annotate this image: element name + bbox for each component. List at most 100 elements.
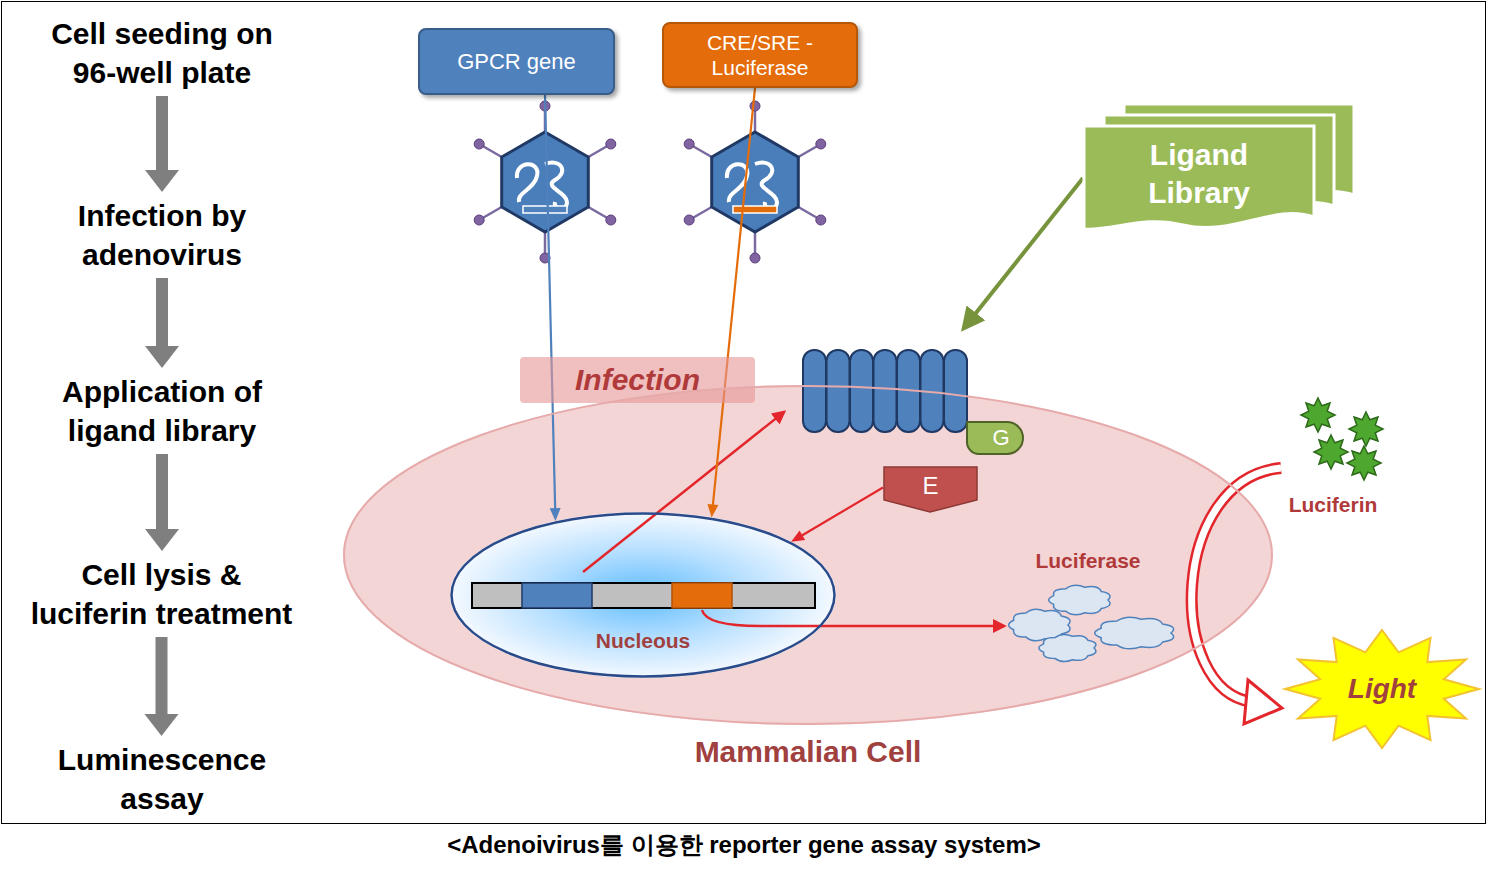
protein-blob: [1039, 634, 1096, 661]
protein-blob: [1095, 617, 1174, 649]
arrow-head: [145, 346, 179, 368]
luciferase-protein: [1009, 585, 1174, 661]
fiber: [798, 207, 819, 219]
infection-band: Infection: [520, 357, 755, 403]
luciferin-star: [1301, 398, 1335, 432]
node-label: Light: [1348, 673, 1416, 705]
connector-line: [156, 454, 168, 530]
fiber: [588, 145, 609, 157]
step-text: Cell seeding on 96-well plate: [32, 14, 292, 92]
substrate-label: Luciferin: [1289, 493, 1378, 517]
fiber: [588, 207, 609, 219]
step-text: Application of ligand library: [32, 372, 292, 450]
luciferin-molecules: [1301, 398, 1383, 480]
knob: [684, 139, 694, 149]
connector-line: [156, 96, 168, 171]
node-label: Cell seeding on 96-well plate: [32, 14, 292, 92]
virus-particle: [684, 101, 826, 263]
connector: [145, 278, 179, 368]
fiber: [691, 145, 712, 157]
expression-arrow: [583, 412, 784, 572]
genome-glyph: [517, 163, 567, 209]
capsid: [712, 132, 799, 232]
node-label: Luminescence assay: [32, 740, 292, 818]
protein-label: Luciferase: [1035, 549, 1140, 573]
arrow-head: [145, 714, 179, 736]
knob: [606, 139, 616, 149]
arrow-head: [707, 504, 718, 517]
caption: <Adenoivirus를 이용한 reporter gene assay sy…: [0, 829, 1488, 861]
reporter-box: CRE/SRE - Luciferase: [662, 22, 858, 88]
step-text: Infection by adenovirus: [32, 196, 292, 274]
arrow-head: [145, 170, 179, 192]
node-label: CRE/SRE - Luciferase: [672, 30, 848, 80]
fiber: [481, 207, 502, 219]
insert-gene: [733, 206, 777, 213]
connector: [545, 95, 561, 521]
fiber: [798, 145, 819, 157]
helix: [827, 350, 850, 432]
adenovirus: [474, 101, 826, 263]
expression-arrow: [702, 610, 1004, 626]
connector: [707, 88, 755, 517]
arrow-head: [791, 530, 805, 541]
connector: [145, 637, 179, 736]
mammalian-cell: Mammalian Cell Nucleous G E: [343, 385, 1273, 773]
insert-gene: [523, 206, 567, 213]
node-label: Infection by adenovirus: [32, 196, 292, 274]
reaction-arrow: [1192, 468, 1282, 724]
connector-line: [545, 95, 555, 509]
fiber: [754, 232, 757, 256]
fiber: [754, 108, 757, 132]
light-burst: Light: [1283, 628, 1481, 750]
connector-line: [156, 278, 168, 347]
fiber: [691, 207, 712, 219]
knob: [474, 215, 484, 225]
protein-blob: [1049, 585, 1110, 614]
connector: [791, 488, 883, 542]
gpcr-receptor: [803, 350, 967, 432]
chromosome: [472, 583, 815, 608]
genome-glyph: [727, 163, 777, 209]
knob: [474, 139, 484, 149]
luciferin-star: [1314, 435, 1348, 469]
connector-line: [801, 488, 883, 536]
fiber: [544, 232, 547, 256]
helix: [803, 350, 826, 432]
node-label: GPCR gene: [457, 49, 576, 75]
connector-line: [156, 637, 168, 715]
knob: [750, 253, 760, 263]
knob: [816, 215, 826, 225]
g-protein: G: [965, 420, 1025, 456]
node-label: E: [922, 472, 938, 500]
knob: [684, 215, 694, 225]
nucleus: Nucleous: [450, 512, 836, 678]
node-label: G: [992, 425, 1009, 451]
capsid: [502, 132, 589, 232]
node-label: Cell lysis & luciferin treatment: [24, 555, 299, 633]
arrow-head: [550, 508, 561, 521]
nucleus-fill: [450, 512, 836, 678]
knob: [816, 139, 826, 149]
node-label: Application of ligand library: [32, 372, 292, 450]
node-label: Nucleous: [450, 629, 836, 653]
knob: [750, 101, 760, 111]
knob: [606, 215, 616, 225]
nuclear-envelope: [450, 512, 836, 678]
cell-fill: [343, 385, 1273, 725]
luciferin-star: [1349, 412, 1383, 446]
node-label: Ligand Library: [1103, 136, 1295, 212]
step-text: Cell lysis & luciferin treatment: [24, 555, 299, 633]
ligand-arrow: [964, 178, 1083, 328]
fiber: [481, 145, 502, 157]
step-text: Luminescence assay: [32, 740, 292, 818]
connector-line: [713, 88, 755, 505]
ligand-library: Ligand Library: [1083, 125, 1315, 235]
node-label: Mammalian Cell: [343, 735, 1273, 769]
gene-box: GPCR gene: [418, 28, 615, 95]
connector: [145, 96, 179, 192]
luciferin-star: [1347, 446, 1381, 480]
helix: [944, 350, 967, 432]
helix: [850, 350, 873, 432]
arrow-head: [145, 529, 179, 551]
